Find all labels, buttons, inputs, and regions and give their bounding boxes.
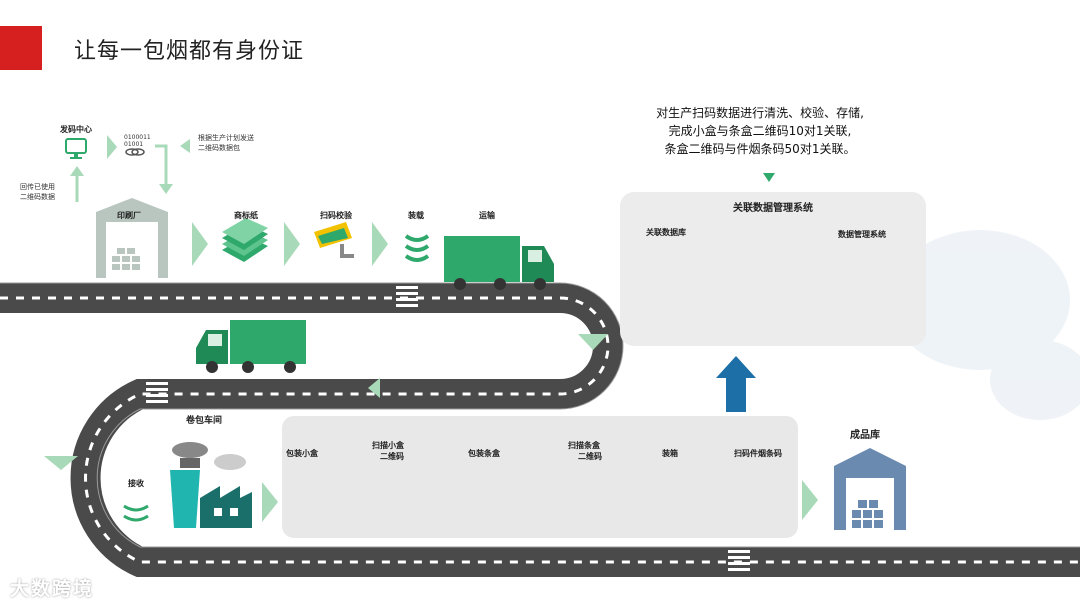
warehouse-icon — [834, 448, 906, 530]
step-label-paper: 商标纸 — [234, 211, 258, 220]
workshop-label: 卷包车间 — [186, 416, 223, 426]
scan-small-line: 二维码 — [380, 452, 404, 461]
world-map-background — [890, 230, 1080, 420]
scan-carton-line: 扫描条盒 — [568, 441, 600, 450]
title-accent-bar — [0, 26, 42, 70]
db-label: 关联数据库 — [646, 228, 686, 237]
binary-text: 0100011 — [124, 134, 151, 141]
step-label-printing: 印刷厂 — [117, 211, 141, 220]
feedback-note-line: 二维码数据 — [20, 193, 55, 201]
scanner-icon — [314, 222, 354, 258]
arrow-right-icon — [372, 222, 388, 266]
printing-factory-icon — [96, 198, 168, 278]
plan-note-line: 根据生产计划发送 — [198, 134, 254, 142]
production-line-panel — [282, 416, 798, 538]
scan-carton-line: 二维码 — [578, 452, 602, 461]
receive-signal-icon — [123, 504, 149, 522]
arrow-right-icon — [192, 222, 208, 266]
pack-small-label: 包装小盒 — [286, 449, 318, 458]
road-direction-icon — [578, 334, 608, 350]
truck-icon — [444, 236, 554, 290]
arrow-right-icon — [107, 135, 117, 159]
system-note-line: 完成小盒与条盒二维码10对1关联, — [668, 124, 852, 138]
arrow-right-icon — [802, 480, 818, 520]
arrow-right-icon — [262, 482, 278, 522]
crosswalk-top — [396, 286, 418, 307]
step-label-transport: 运输 — [479, 211, 495, 220]
arrow-up-icon — [70, 166, 84, 202]
system-note: 对生产扫码数据进行清洗、校验、存储, 完成小盒与条盒二维码10对1关联, 条盒二… — [620, 104, 900, 158]
boxing-label: 装箱 — [662, 449, 678, 458]
code-center-label: 发码中心 — [60, 125, 92, 134]
system-note-line: 对生产扫码数据进行清洗、校验、存储, — [656, 106, 864, 120]
mgmt-label: 数据管理系统 — [838, 230, 886, 239]
step-label-loading: 装载 — [408, 211, 424, 220]
crosswalk-middle — [146, 382, 168, 403]
scan-case-label: 扫码件烟条码 — [734, 449, 782, 458]
road-direction-icon — [44, 456, 78, 470]
feedback-note-line: 回传已使用 — [20, 183, 55, 191]
crosswalk-bottom — [728, 550, 750, 571]
watermark: 大数跨境 — [10, 578, 95, 600]
loading-icon — [404, 234, 430, 262]
plan-note-line: 二维码数据包 — [198, 144, 240, 152]
scan-carton-label: 扫描条盒 二维码 — [568, 440, 602, 462]
paper-stack-icon — [222, 218, 268, 262]
scan-small-line: 扫描小盒 — [372, 441, 404, 450]
workshop-factory-icon — [170, 442, 252, 528]
data-package-icon — [125, 148, 145, 156]
binary-text: 01001 — [124, 141, 144, 148]
scan-small-label: 扫描小盒 二维码 — [370, 440, 404, 462]
upload-arrow-icon — [716, 356, 756, 412]
system-name: 关联数据管理系统 — [733, 203, 813, 214]
arrow-left-icon — [180, 139, 190, 153]
pack-carton-label: 包装条盒 — [468, 449, 500, 458]
arrow-right-icon — [284, 222, 300, 266]
road-edges — [0, 282, 1080, 548]
monitor-icon — [65, 138, 87, 159]
system-note-line: 条盒二维码与件烟条码50对1关联。 — [664, 142, 856, 156]
road — [0, 283, 1080, 577]
arrow-down-icon — [155, 144, 173, 194]
system-panel — [620, 192, 926, 346]
receive-label: 接收 — [128, 479, 144, 488]
warehouse-label: 成品库 — [850, 430, 880, 441]
road-direction-icon — [368, 378, 380, 398]
truck-icon — [196, 320, 306, 373]
arrow-down-icon — [763, 173, 775, 182]
page-title: 让每一包烟都有身份证 — [74, 39, 305, 64]
step-label-scan-verify: 扫码校验 — [320, 211, 352, 220]
